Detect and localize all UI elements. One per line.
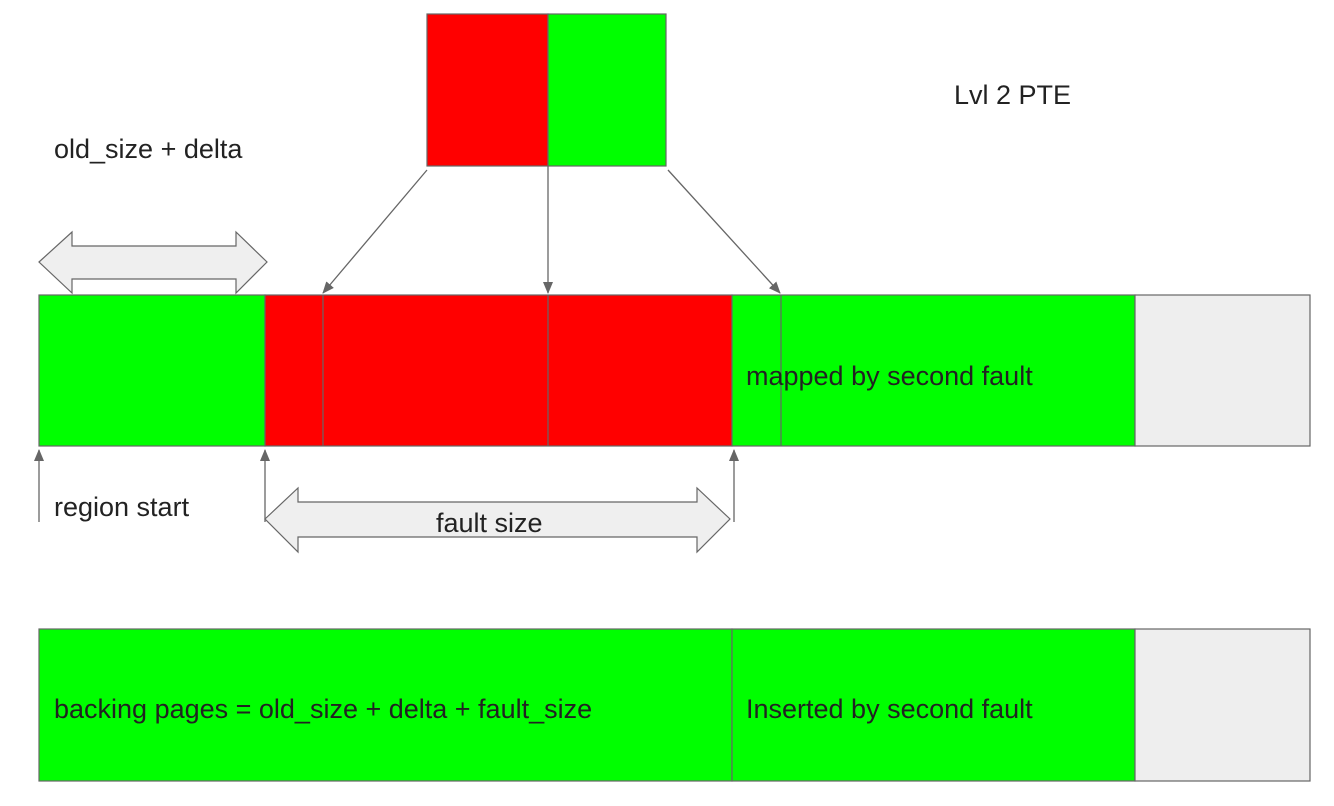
- fault-size-label: fault size: [436, 508, 543, 538]
- region-pointers: [34, 449, 739, 522]
- pte-green-half: [547, 13, 667, 167]
- mapped-second-fault-label: mapped by second fault: [746, 361, 1033, 391]
- pte-red-half: [426, 13, 549, 167]
- pte-box: [426, 13, 667, 167]
- pte-label: Lvl 2 PTE: [954, 80, 1071, 110]
- pte-connector-right: [667, 169, 781, 294]
- fault-size-arrow: [264, 486, 731, 554]
- pte-connectors: [322, 166, 781, 294]
- old-size-delta-label: old_size + delta: [54, 134, 243, 164]
- backing-pages-label: backing pages = old_size + delta + fault…: [54, 694, 592, 724]
- backing-green-existing: [38, 628, 733, 782]
- region-green-prefix: [38, 294, 266, 447]
- backing-unused: [1134, 628, 1311, 782]
- region-unused: [1134, 294, 1311, 447]
- inserted-second-fault-label: Inserted by second fault: [746, 694, 1033, 724]
- region-bar: [38, 294, 1311, 447]
- pte-connector-left: [322, 169, 428, 294]
- region-red-fault: [264, 294, 733, 447]
- old-size-delta-arrow: [38, 230, 268, 295]
- region-green-second-fault: [731, 294, 1136, 447]
- region-start-label: region start: [54, 492, 190, 522]
- backing-bar: [38, 628, 1311, 782]
